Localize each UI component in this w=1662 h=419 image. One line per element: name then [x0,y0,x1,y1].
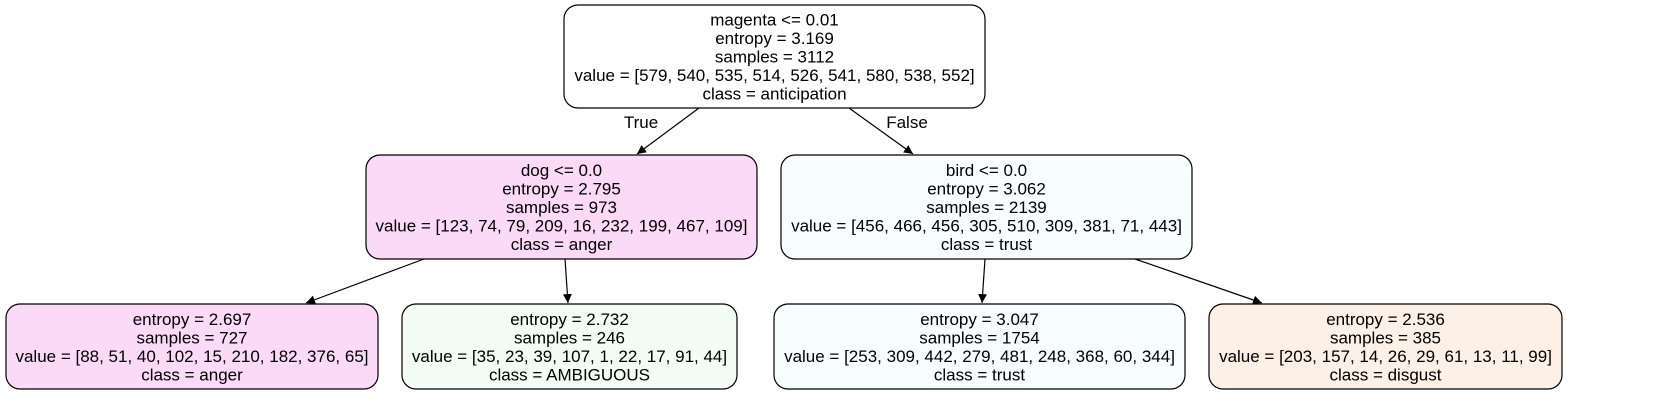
node-line: class = anticipation [702,85,846,104]
node-box [780,154,1193,260]
edge-left-to-left-right [562,258,572,304]
node-line: value = [579, 540, 535, 514, 526, 541, 5… [574,66,974,85]
node-box [5,303,379,390]
node-box [365,154,758,260]
edge-root-to-left [636,107,700,155]
node-line: samples = 973 [506,198,617,217]
node-line: value = [123, 74, 79, 209, 16, 232, 199,… [376,217,748,236]
edge-root-to-right [848,107,914,155]
node-box [1208,303,1563,390]
node-line: class = trust [934,365,1025,384]
edges-layer: True False [305,107,1263,305]
node-line: samples = 1754 [919,328,1040,347]
edge-left-to-left-left [305,258,425,305]
node-line: bird <= 0.0 [946,161,1027,180]
node-line: samples = 385 [1330,328,1441,347]
node-line: samples = 2139 [926,198,1047,217]
node-line: value = [35, 23, 39, 107, 1, 22, 17, 91,… [412,347,727,366]
edge-right-to-right-right [1134,258,1263,305]
node-line: dog <= 0.0 [521,161,602,180]
node-line: class = anger [141,365,243,384]
edge-right-to-right-left [978,258,988,304]
node-line: class = anger [511,235,613,254]
node-line: entropy = 3.062 [927,180,1046,199]
node-line: class = AMBIGUOUS [489,365,650,384]
node-line: entropy = 2.697 [133,310,252,329]
node-line: value = [253, 309, 442, 279, 481, 248, 3… [784,347,1175,366]
node-box [401,303,738,390]
node-line: class = disgust [1330,365,1442,384]
node-line: samples = 3112 [715,48,834,67]
node-line: entropy = 3.169 [715,29,834,48]
node-line: value = [456, 466, 456, 305, 510, 309, 3… [791,217,1182,236]
node-line: class = trust [941,235,1032,254]
node-line: value = [88, 51, 40, 102, 15, 210, 182, … [15,347,368,366]
node-line: entropy = 2.732 [510,310,629,329]
node-line: entropy = 3.047 [920,310,1039,329]
node-box [563,4,986,109]
node-line: value = [203, 157, 14, 26, 29, 61, 13, 1… [1219,347,1552,366]
node-line: samples = 246 [514,328,625,347]
node-line: entropy = 2.795 [502,180,621,199]
node-line: magenta <= 0.01 [710,11,839,30]
node-box [773,303,1186,390]
edge-label-true: True [624,113,658,132]
edge-label-false: False [886,113,928,132]
node-line: samples = 727 [136,328,247,347]
node-line: entropy = 2.536 [1326,310,1445,329]
